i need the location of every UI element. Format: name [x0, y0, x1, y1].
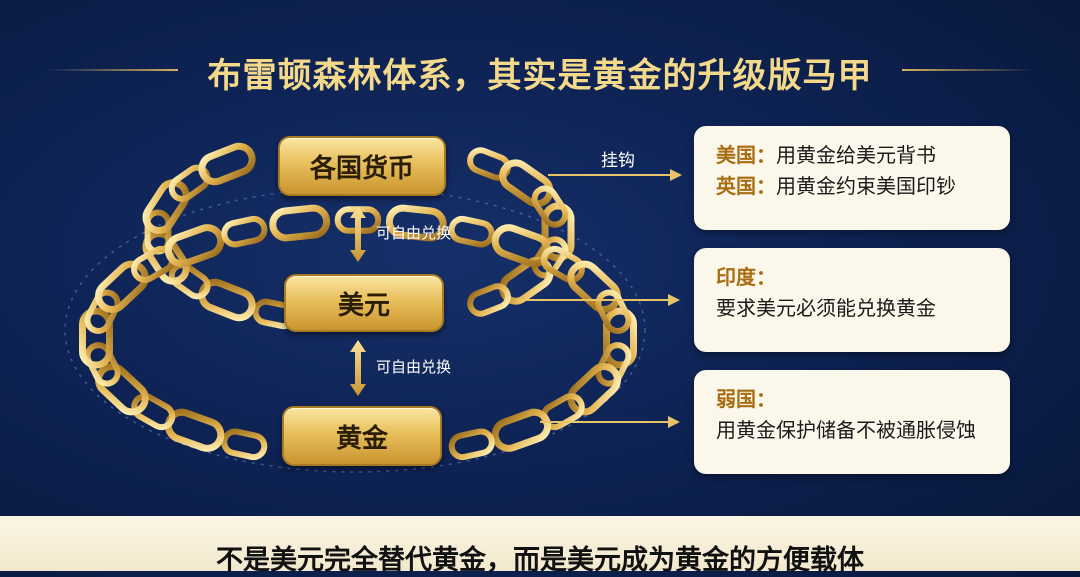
chain-link	[95, 362, 149, 416]
info-card-us-uk: 美国：用黄金给美元背书 英国：用黄金约束美国印钞	[694, 126, 1010, 230]
footer-banner: 不是美元完全替代黄金，而是美元成为黄金的方便载体	[0, 516, 1080, 576]
exchange-label-upper: 可自由兑换	[376, 224, 452, 242]
exchange-arrow-upper	[350, 206, 366, 262]
chain-link	[541, 202, 575, 262]
peg-label: 挂钩	[601, 151, 635, 171]
arrow-to-card-2	[516, 294, 680, 306]
plate-gold: 黄金	[282, 406, 442, 466]
card-line-uk: 英国：用黄金约束美国印钞	[716, 171, 988, 202]
chain-link	[467, 283, 511, 317]
card-text: 用黄金给美元背书	[776, 143, 936, 167]
chain-link	[79, 307, 113, 369]
exchange-arrow-lower	[350, 340, 366, 396]
chain-link	[499, 159, 554, 208]
chain-link	[531, 236, 569, 279]
footer-caption: 不是美元完全替代黄金，而是美元成为黄金的方便载体	[216, 545, 864, 576]
title-bar: 布雷顿森林体系，其实是黄金的升级版马甲	[0, 40, 1080, 100]
chain-link	[531, 185, 569, 228]
plate-national-currencies: 各国货币	[278, 136, 446, 196]
chain-link	[595, 342, 632, 387]
chain-link	[567, 260, 621, 314]
chain-link	[164, 224, 225, 268]
card-line-us: 美国：用黄金给美元背书	[716, 140, 988, 171]
chain-link	[491, 408, 552, 452]
chain-link	[168, 262, 211, 300]
chain-link	[84, 342, 121, 387]
page-title: 布雷顿森林体系，其实是黄金的升级版马甲	[207, 56, 873, 96]
exchange-label-lower: 可自由兑换	[376, 358, 452, 376]
chain-link	[84, 289, 121, 334]
arrow-to-card-3	[540, 416, 680, 428]
chain-link	[595, 289, 632, 334]
chain-link	[221, 215, 268, 248]
chain-link	[95, 260, 149, 314]
card-key: 弱国：	[716, 387, 776, 411]
chain-link	[142, 230, 190, 285]
card-text: 用黄金约束美国印钞	[776, 174, 956, 198]
title-divider-left	[48, 69, 178, 71]
info-card-weak-nations: 弱国： 用黄金保护储备不被通胀侵蚀	[694, 370, 1010, 474]
card-key: 英国：	[716, 174, 776, 198]
chain-link	[198, 142, 256, 186]
chain-link	[540, 245, 585, 283]
card-key: 美国：	[716, 143, 776, 167]
chain-link	[198, 278, 256, 322]
chain-link	[567, 362, 621, 416]
chain-link	[131, 393, 176, 431]
plate-us-dollar: 美元	[284, 274, 444, 332]
card-text: 用黄金保护储备不被通胀侵蚀	[716, 418, 976, 442]
title-divider-right	[902, 69, 1032, 71]
inner-chain-loop	[142, 142, 575, 330]
card-text: 要求美元必须能兑换黄金	[716, 296, 936, 320]
chain-link	[448, 215, 495, 248]
chain-link	[269, 204, 331, 242]
chain-link	[448, 428, 495, 461]
arrow-to-card-1	[548, 169, 682, 181]
card-key: 印度：	[716, 265, 776, 289]
chain-link	[142, 179, 190, 234]
info-card-india: 印度： 要求美元必须能兑换黄金	[694, 248, 1010, 352]
chain-link	[603, 307, 637, 369]
chain-link	[385, 204, 447, 242]
chain-link	[221, 428, 268, 461]
